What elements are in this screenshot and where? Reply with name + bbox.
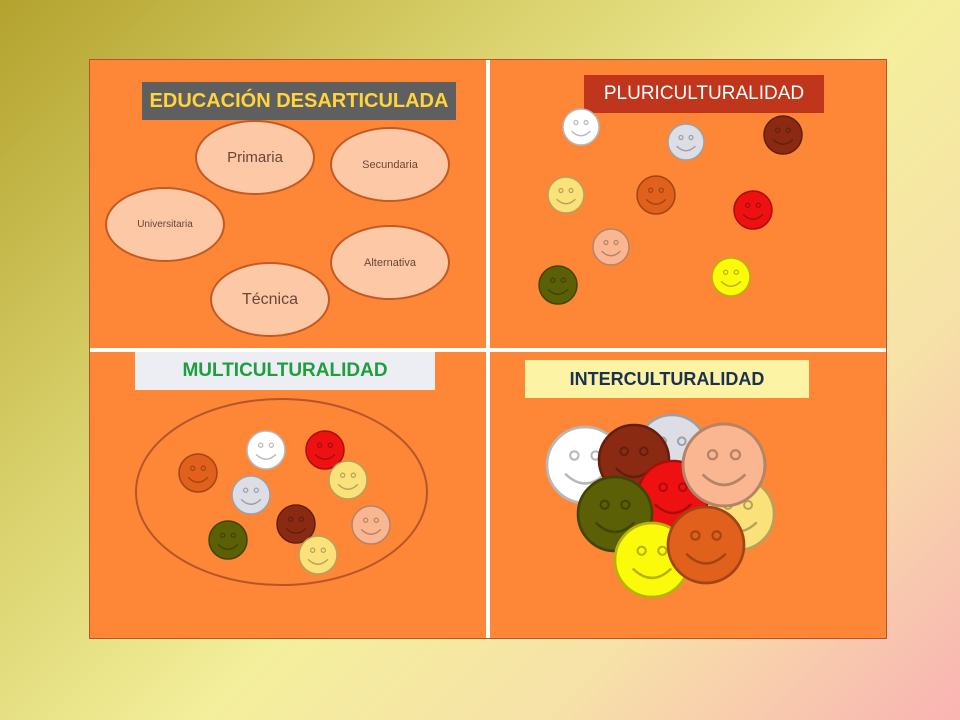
title-interculturalidad: INTERCULTURALIDAD	[525, 360, 809, 398]
smiley-face-icon	[276, 504, 316, 544]
smiley-face-icon	[298, 535, 338, 575]
level-tecnica: Técnica	[210, 262, 330, 337]
level-alternativa: Alternativa	[330, 225, 450, 300]
smiley-face-icon	[681, 422, 767, 508]
smiley-face-icon	[231, 475, 271, 515]
smiley-face-icon	[733, 190, 773, 230]
title-pluriculturalidad: PLURICULTURALIDAD	[584, 75, 824, 113]
smiley-face-icon	[763, 115, 803, 155]
smiley-face-icon	[547, 176, 585, 214]
smiley-face-icon	[562, 108, 600, 146]
level-primaria: Primaria	[195, 120, 315, 195]
smiley-face-icon	[178, 453, 218, 493]
smiley-face-icon	[305, 430, 345, 470]
horizontal-divider	[90, 348, 886, 352]
smiley-face-icon	[246, 430, 286, 470]
smiley-face-icon	[711, 257, 751, 297]
smiley-face-icon	[592, 228, 630, 266]
smiley-face-icon	[538, 265, 578, 305]
level-universitaria: Universitaria	[105, 187, 225, 262]
title-multiculturalidad: MULTICULTURALIDAD	[135, 352, 435, 390]
smiley-face-icon	[208, 520, 248, 560]
smiley-face-icon	[666, 505, 746, 585]
title-educacion-desarticulada: EDUCACIÓN DESARTICULADA	[142, 82, 456, 120]
multicultural-group-ring	[135, 398, 428, 586]
smiley-face-icon	[328, 460, 368, 500]
smiley-face-icon	[351, 505, 391, 545]
smiley-face-icon	[636, 175, 676, 215]
smiley-face-icon	[667, 123, 705, 161]
level-secundaria: Secundaria	[330, 127, 450, 202]
